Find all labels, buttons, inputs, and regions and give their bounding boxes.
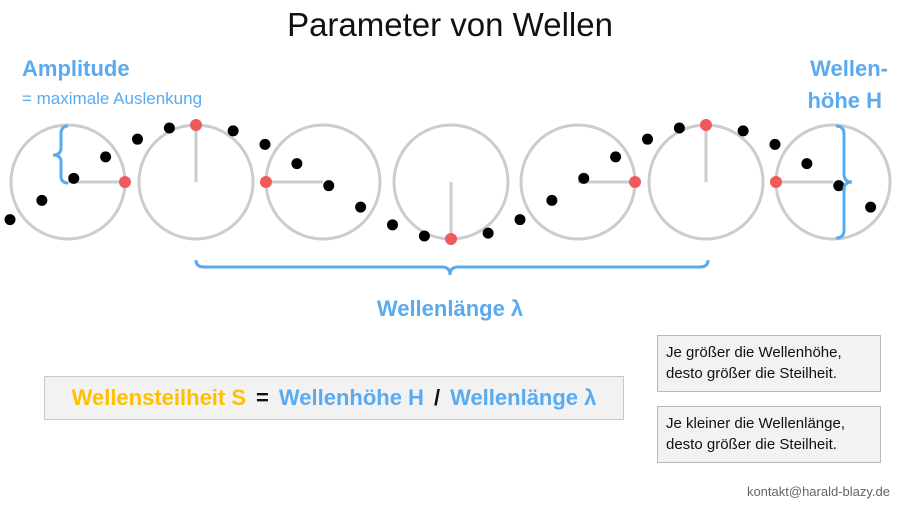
wave-dot [4, 214, 16, 226]
wave-dot [737, 125, 749, 137]
wave-dot [387, 219, 398, 231]
phase-marker [190, 119, 202, 131]
phase-marker [770, 176, 782, 188]
note-height-line1: Je größer die Wellenhöhe, [666, 344, 842, 361]
wave-dot [833, 180, 845, 192]
wave-dot [673, 122, 685, 134]
wave-dot [482, 227, 494, 239]
wave-dot [418, 230, 430, 242]
wave-height-label-line2: höhe H [807, 88, 882, 113]
wave-dot [355, 201, 367, 213]
wave-dot [514, 214, 526, 226]
spoke-group [68, 125, 833, 239]
phase-marker [700, 119, 712, 131]
marker-group [119, 119, 782, 245]
wave-dot [163, 122, 175, 134]
phase-marker [445, 233, 457, 245]
amplitude-bracket [52, 124, 69, 185]
formula-steepness: Wellensteilheit S [71, 385, 247, 410]
phase-marker [119, 176, 131, 188]
wave-dot [227, 125, 239, 137]
page-title: Parameter von Wellen [287, 6, 613, 43]
formula-length: Wellenlänge λ [450, 385, 597, 410]
wave-height-label-line1: Wellen- [810, 56, 888, 81]
note-height-line2: desto größer die Steilheit. [666, 365, 837, 382]
wave-dot [865, 201, 877, 213]
note-length: Je kleiner die Wellenlänge, desto größer… [657, 406, 881, 463]
wave-dot [291, 158, 303, 170]
wave-dot [36, 194, 48, 206]
wave-dot [578, 172, 590, 184]
formula-height: Wellenhöhe H [278, 385, 424, 410]
wave-dot [610, 151, 622, 163]
wave-dot [68, 172, 80, 184]
amplitude-description: = maximale Auslenkung [22, 89, 203, 108]
wave-dot [100, 151, 112, 163]
wave-height-bracket [835, 124, 853, 240]
wave-dot-group [4, 122, 877, 242]
wave-dot [132, 133, 143, 145]
formula-equals: = [256, 385, 269, 410]
amplitude-label: Amplitude [22, 56, 130, 81]
formula-slash: / [433, 385, 441, 410]
phase-marker [629, 176, 641, 188]
steepness-formula: Wellensteilheit S = Wellenhöhe H / Welle… [44, 376, 624, 420]
wave-dot [642, 133, 653, 145]
wave-dot [323, 180, 335, 192]
note-height: Je größer die Wellenhöhe, desto größer d… [657, 335, 881, 392]
contact-email: kontakt@harald-blazy.de [746, 484, 890, 499]
note-length-line2: desto größer die Steilheit. [666, 436, 837, 453]
wave-dot [801, 158, 813, 170]
wave-dot [769, 138, 781, 150]
wavelength-bracket [194, 259, 710, 276]
phase-marker [260, 176, 272, 188]
wave-dot [259, 138, 271, 150]
note-length-line1: Je kleiner die Wellenlänge, [666, 415, 845, 432]
wave-dot [546, 194, 558, 206]
wavelength-label: Wellenlänge λ [376, 296, 524, 321]
